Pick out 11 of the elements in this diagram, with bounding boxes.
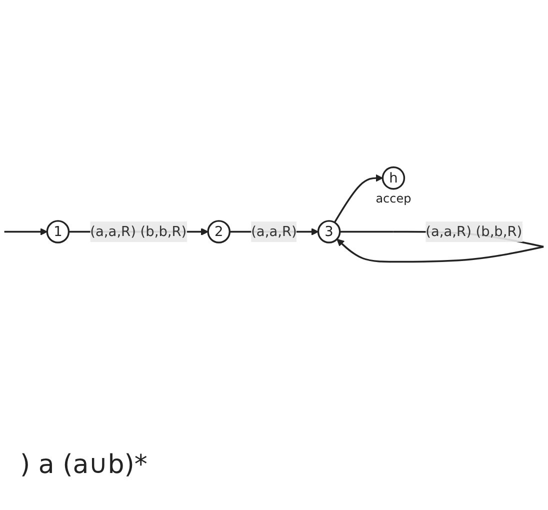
state-caption: accep bbox=[376, 192, 412, 206]
node-circle: 2 bbox=[207, 220, 231, 244]
edge-label: (a,a,R) bbox=[251, 224, 297, 240]
edge-label: (a,a,R) (b,b,R) bbox=[90, 224, 187, 240]
node-circle: 1 bbox=[46, 220, 70, 244]
node-circle: h bbox=[382, 166, 406, 190]
arrow bbox=[4, 228, 48, 236]
edge-label: (a,a,R) (b,b,R) bbox=[426, 224, 522, 240]
node-circle: 3 bbox=[317, 220, 341, 244]
arrow bbox=[334, 174, 384, 224]
regular-expression: ) a (a∪b)* bbox=[20, 450, 148, 480]
